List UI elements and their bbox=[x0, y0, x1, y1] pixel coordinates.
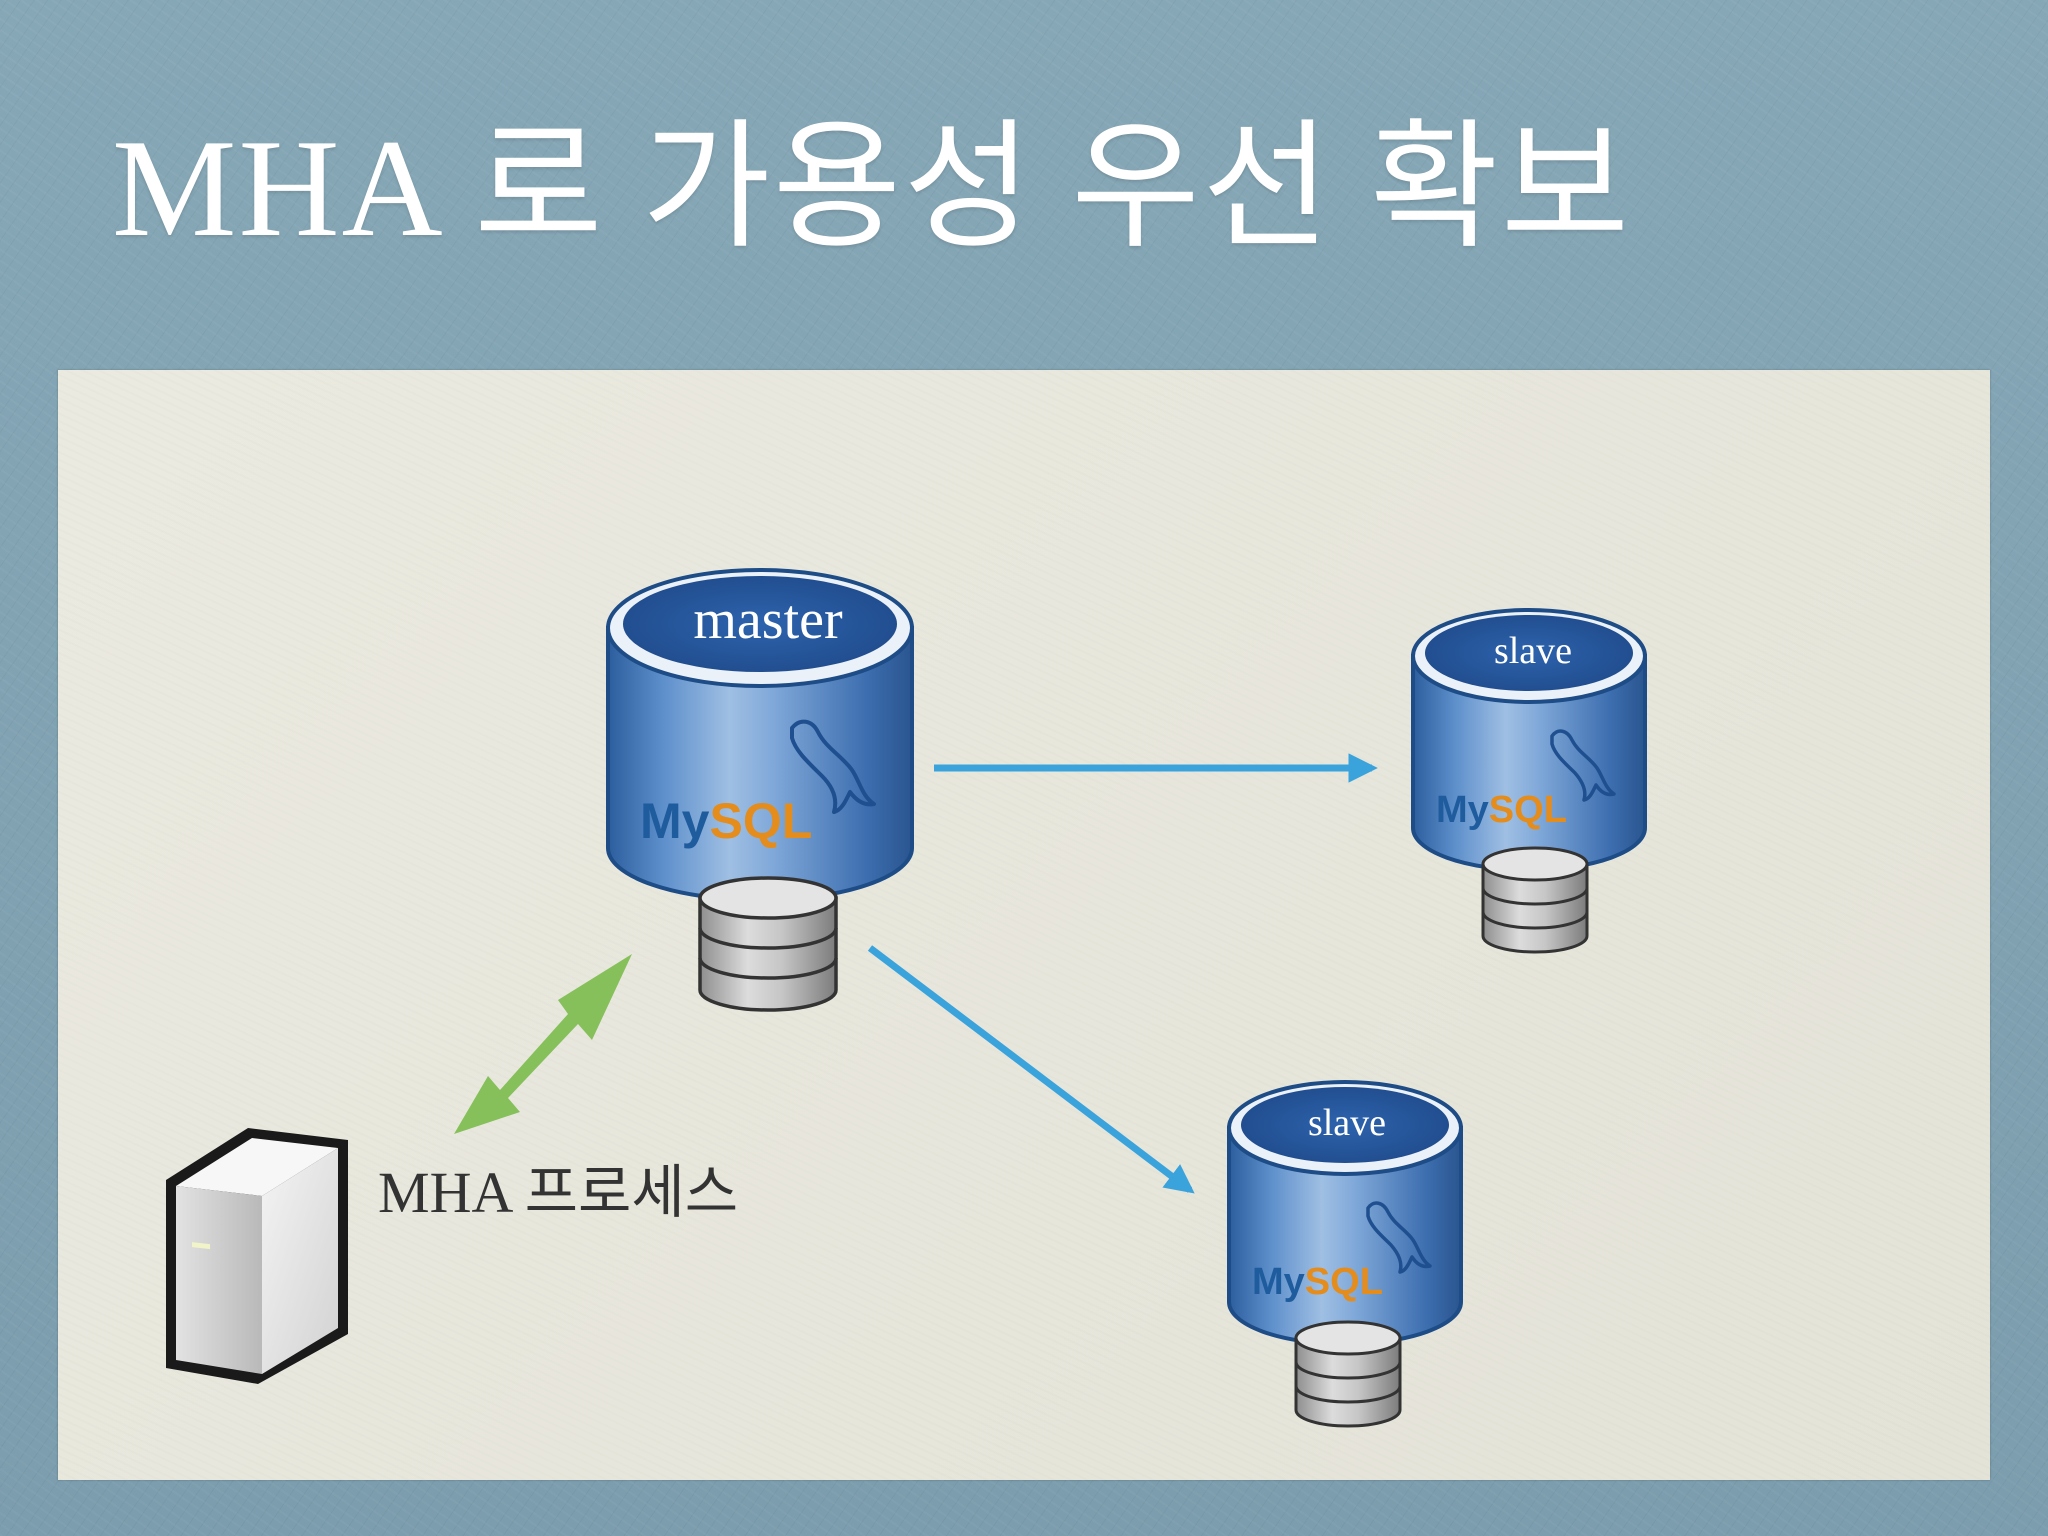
mysql-logo-sql: SQL bbox=[1489, 789, 1567, 831]
replication-arrow-to-slave-bottom bbox=[867, 945, 1195, 1194]
slave-top-database: slave MySQL bbox=[1411, 608, 1647, 954]
mysql-logo-my: My bbox=[1436, 789, 1489, 831]
mysql-logo-sql: SQL bbox=[709, 793, 812, 849]
svg-text:MySQL: MySQL bbox=[1436, 789, 1567, 831]
mha-process-label: MHA 프로세스 bbox=[378, 1160, 738, 1225]
master-database: master MySQL bbox=[606, 568, 914, 1012]
disk-stack-icon bbox=[698, 876, 838, 1012]
mysql-logo-sql: SQL bbox=[1305, 1261, 1383, 1303]
mysql-dolphin-icon bbox=[790, 719, 876, 814]
svg-text:MySQL: MySQL bbox=[640, 793, 812, 849]
slide-title: MHA 로 가용성 우선 확보 bbox=[112, 111, 1632, 266]
slave-bottom-label: slave bbox=[1308, 1102, 1386, 1144]
mysql-logo-my: My bbox=[1252, 1261, 1305, 1303]
diagram-panel bbox=[58, 370, 1990, 1480]
mysql-logo-my: My bbox=[640, 793, 710, 849]
master-label: master bbox=[693, 589, 843, 651]
slave-bottom-database: slave MySQL bbox=[1227, 1080, 1463, 1428]
slave-top-label: slave bbox=[1494, 630, 1572, 672]
server-tower-icon bbox=[166, 1128, 348, 1384]
disk-stack-icon bbox=[1481, 846, 1589, 954]
svg-text:MySQL: MySQL bbox=[1252, 1261, 1383, 1303]
mysql-dolphin-icon bbox=[1550, 729, 1616, 802]
disk-stack-icon bbox=[1294, 1320, 1402, 1428]
monitor-double-arrow bbox=[454, 954, 632, 1134]
mysql-dolphin-icon bbox=[1366, 1201, 1432, 1274]
